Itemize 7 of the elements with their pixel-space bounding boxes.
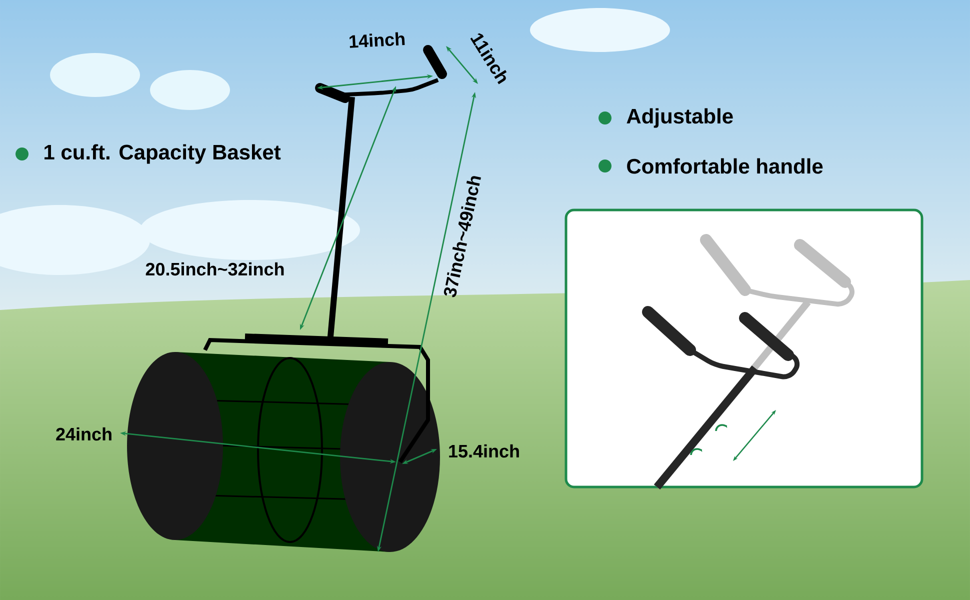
feature-text: 1 cu.ft. Capacity Basket [44,144,281,164]
dimension-label: 20.5inch~32inch [146,262,284,276]
feature-text: Comfortable handle [627,158,823,174]
dimension-label: 24inch [56,427,112,441]
dimension-label: 15.4inch [449,444,519,458]
feature-text: Adjustable [626,108,733,128]
dimension-label: 14inch [350,32,405,48]
